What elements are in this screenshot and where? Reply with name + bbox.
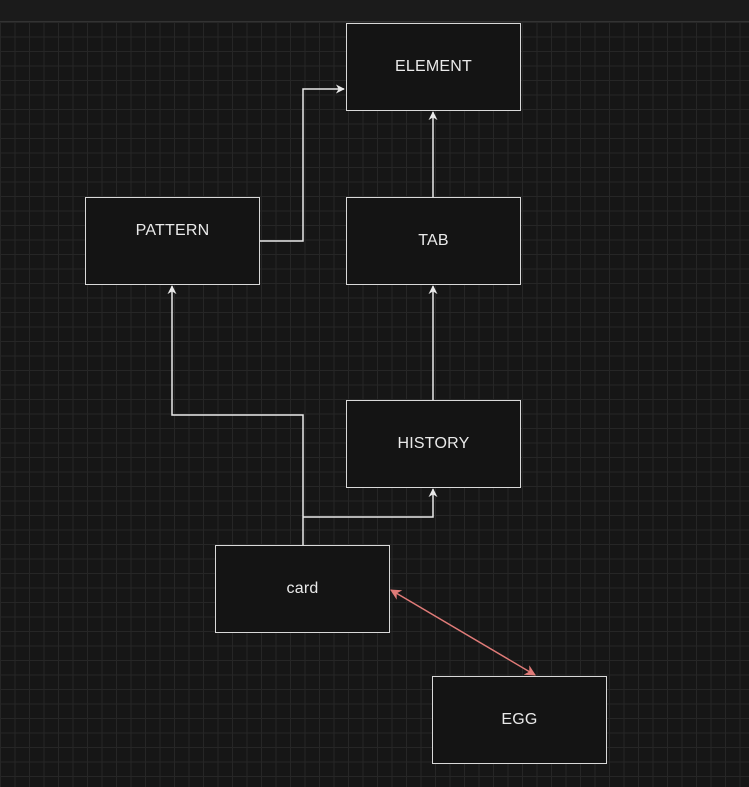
edge-pattern-to-element[interactable] — [260, 84, 345, 242]
node-history[interactable]: HISTORY — [346, 400, 521, 488]
node-tab[interactable]: TAB — [346, 197, 521, 285]
node-tab-label: TAB — [418, 232, 449, 249]
node-element-label: ELEMENT — [395, 58, 472, 75]
top-toolbar-strip — [0, 0, 749, 22]
node-history-label: HISTORY — [397, 435, 470, 452]
node-egg-label: EGG — [501, 711, 538, 728]
edge-card-to-pattern[interactable] — [167, 285, 304, 545]
edge-card-to-history[interactable] — [303, 488, 438, 518]
node-element[interactable]: ELEMENT — [346, 23, 521, 111]
edge-card-egg-bidirectional[interactable] — [390, 589, 536, 676]
node-card[interactable]: card — [215, 545, 390, 633]
node-egg[interactable]: EGG — [432, 676, 607, 764]
node-pattern-label: PATTERN — [135, 222, 210, 239]
node-pattern[interactable]: PATTERN — [85, 197, 260, 285]
node-card-label: card — [286, 580, 319, 597]
